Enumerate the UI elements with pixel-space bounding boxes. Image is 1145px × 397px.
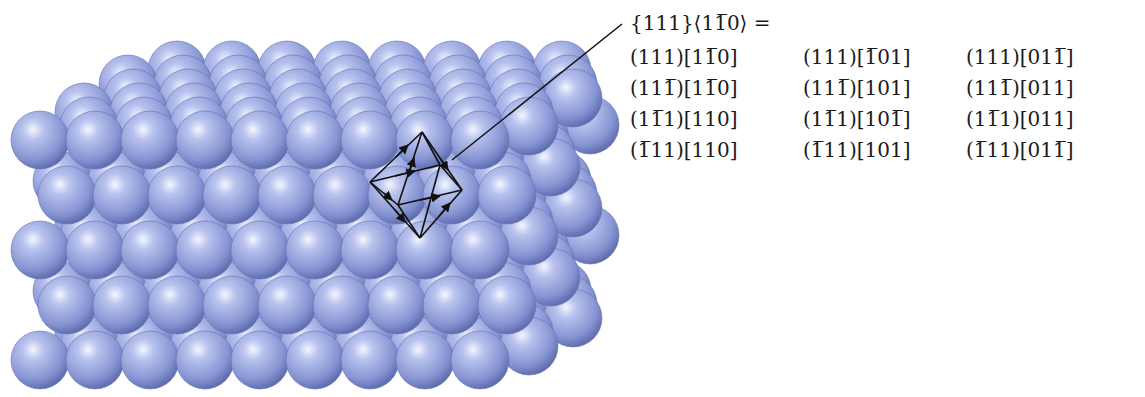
atom-sphere (478, 166, 536, 224)
atom-sphere (121, 221, 179, 279)
atom-sphere (38, 276, 96, 334)
atom-sphere (176, 221, 234, 279)
atom-sphere (203, 276, 261, 334)
atom-sphere (396, 111, 454, 169)
atom-sphere (176, 111, 234, 169)
slip-system: (1̅11)[101] (803, 136, 911, 164)
atom-sphere (286, 111, 344, 169)
atom-sphere (258, 276, 316, 334)
slip-system: (11̅1)[110] (630, 105, 738, 133)
atom-sphere (38, 166, 96, 224)
leader-line (452, 24, 622, 160)
atom-sphere (451, 111, 509, 169)
slip-system: (111̅)[11̅0] (630, 74, 738, 102)
slip-system: (1̅11)[110] (630, 136, 738, 164)
atom-sphere (396, 221, 454, 279)
atom-sphere (368, 276, 426, 334)
atom-sphere (11, 111, 69, 169)
atom-sphere (451, 331, 509, 389)
atom-sphere (451, 221, 509, 279)
slip-system: (111)[011̅] (966, 43, 1074, 71)
atom-sphere (121, 331, 179, 389)
atom-sphere (231, 111, 289, 169)
atom-sphere (313, 166, 371, 224)
atom-sphere (66, 331, 124, 389)
atom-sphere (148, 166, 206, 224)
slip-system: (111̅)[011] (966, 74, 1074, 102)
atom-sphere (231, 221, 289, 279)
slip-system: (11̅1)[101̅] (803, 105, 911, 133)
atom-sphere (66, 111, 124, 169)
atom-sphere (341, 111, 399, 169)
atom-sphere (313, 276, 371, 334)
atom-sphere (500, 97, 558, 155)
atom-sphere (148, 276, 206, 334)
slip-system: (111)[11̅0] (630, 43, 738, 71)
slip-system: (111̅)[101] (803, 74, 911, 102)
slip-system: (11̅1)[011] (966, 105, 1074, 133)
atom-sphere (231, 331, 289, 389)
atom-sphere (258, 166, 316, 224)
slip-system: (111)[1̅01] (803, 43, 911, 71)
atom-sphere (341, 221, 399, 279)
atom-sphere (203, 166, 261, 224)
atom-sphere (341, 331, 399, 389)
family-heading: {111}⟨11̅0⟩ = (630, 9, 771, 37)
atom-spheres (11, 41, 619, 389)
slip-system: (1̅11)[011̅] (966, 136, 1074, 164)
atom-sphere (93, 166, 151, 224)
atom-sphere (423, 276, 481, 334)
atom-sphere (93, 276, 151, 334)
atom-sphere (286, 331, 344, 389)
atom-sphere (176, 331, 234, 389)
atom-sphere (396, 331, 454, 389)
atom-sphere (11, 331, 69, 389)
atom-sphere (66, 221, 124, 279)
slip-octahedron (370, 132, 462, 238)
atom-sphere (478, 276, 536, 334)
atom-sphere (11, 221, 69, 279)
atom-sphere (121, 111, 179, 169)
atom-sphere (286, 221, 344, 279)
